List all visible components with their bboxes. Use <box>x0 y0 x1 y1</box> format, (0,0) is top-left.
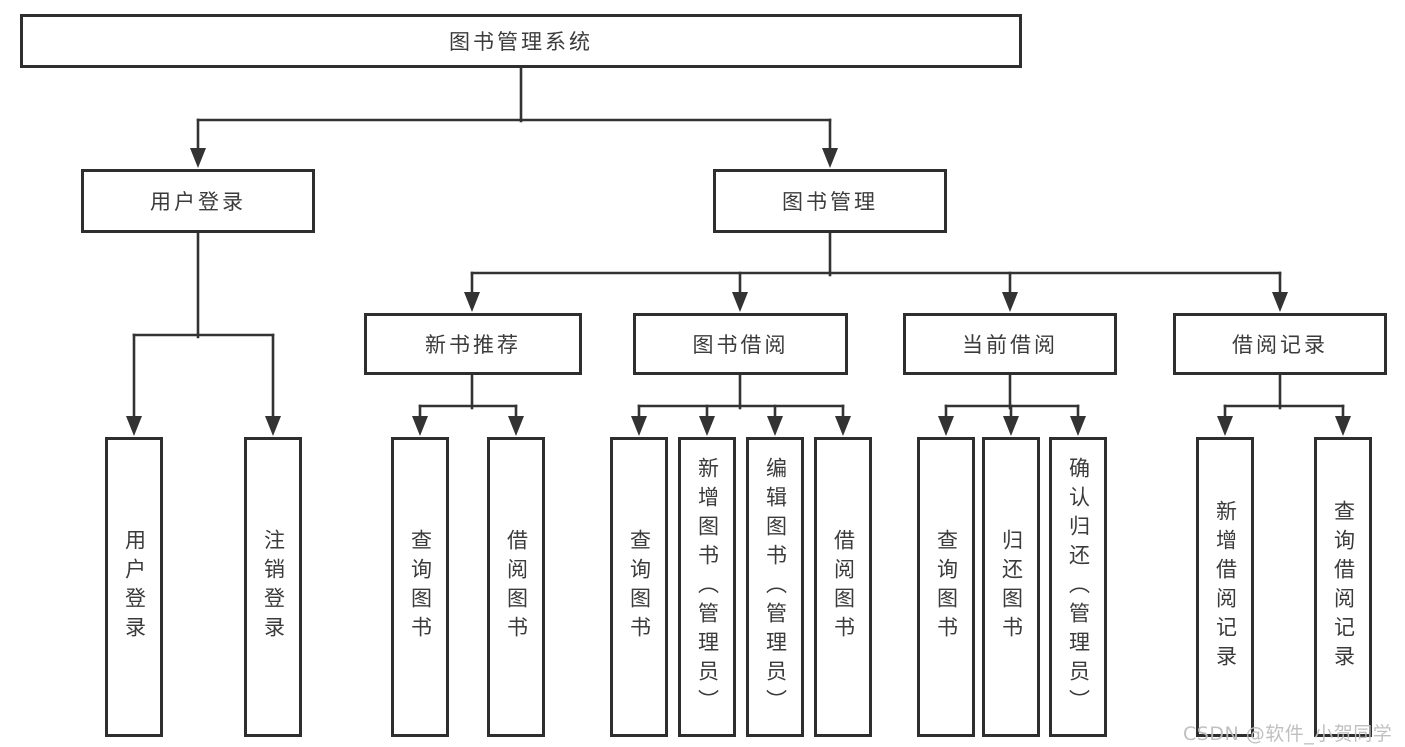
arrowhead-icon <box>126 416 142 436</box>
arrowhead-icon <box>1070 416 1086 436</box>
arrowhead-icon <box>412 416 428 436</box>
node-leaf-query-book-recommend: 查询图书 <box>391 437 449 737</box>
node-label: 图书管理 <box>782 190 878 214</box>
arrowhead-icon <box>1217 416 1233 436</box>
node-label: 查询借阅记录 <box>1331 500 1356 674</box>
arrowhead-icon <box>265 416 281 436</box>
node-label: 查询图书 <box>408 529 433 645</box>
node-leaf-query-borrow-record: 查询借阅记录 <box>1314 437 1372 737</box>
node-system-root: 图书管理系统 <box>20 14 1022 68</box>
arrowhead-icon <box>1002 292 1018 312</box>
node-book-management: 图书管理 <box>713 169 947 233</box>
node-book-borrow: 图书借阅 <box>633 313 848 375</box>
arrowhead-icon <box>938 416 954 436</box>
arrowhead-icon <box>767 416 783 436</box>
node-label: 归还图书 <box>999 529 1024 645</box>
arrowhead-icon <box>1003 416 1019 436</box>
node-leaf-logout: 注销登录 <box>244 437 302 737</box>
node-borrow-records: 借阅记录 <box>1173 313 1387 375</box>
node-leaf-edit-book-admin: 编辑图书（管理员） <box>746 437 804 737</box>
node-label: 新书推荐 <box>425 333 521 357</box>
node-leaf-add-borrow-record: 新增借阅记录 <box>1196 437 1254 737</box>
node-label: 用户登录 <box>122 529 147 645</box>
node-leaf-query-book-borrow: 查询图书 <box>610 437 668 737</box>
arrowhead-icon <box>464 292 480 312</box>
arrowhead-icon <box>1335 416 1351 436</box>
node-label: 图书借阅 <box>692 333 789 357</box>
node-label: 借阅记录 <box>1232 333 1328 357</box>
node-label: 新增图书（管理员） <box>695 456 720 718</box>
node-leaf-return-book: 归还图书 <box>982 437 1040 737</box>
node-label: 借阅图书 <box>831 529 856 645</box>
node-leaf-query-book-current: 查询图书 <box>917 437 975 737</box>
node-label: 用户登录 <box>150 190 246 214</box>
node-label: 新增借阅记录 <box>1213 500 1238 674</box>
node-leaf-confirm-return-admin: 确认归还（管理员） <box>1049 437 1107 737</box>
node-label: 查询图书 <box>934 529 959 645</box>
node-leaf-user-login: 用户登录 <box>105 437 163 737</box>
arrowhead-icon <box>190 148 206 168</box>
node-label: 图书管理系统 <box>449 30 593 54</box>
arrowhead-icon <box>835 416 851 436</box>
arrowhead-icon <box>699 416 715 436</box>
node-leaf-borrow-book-recommend: 借阅图书 <box>487 437 545 737</box>
node-user-login: 用户登录 <box>81 169 315 233</box>
arrowhead-icon <box>1272 292 1288 312</box>
csdn-watermark: CSDN @软件_小贺同学 <box>1183 723 1393 745</box>
node-leaf-add-book-admin: 新增图书（管理员） <box>678 437 736 737</box>
node-leaf-borrow-book: 借阅图书 <box>814 437 872 737</box>
node-label: 借阅图书 <box>504 529 529 645</box>
arrowhead-icon <box>508 416 524 436</box>
node-current-borrow: 当前借阅 <box>903 313 1117 375</box>
arrowhead-icon <box>732 292 748 312</box>
node-label: 当前借阅 <box>962 333 1058 357</box>
node-label: 注销登录 <box>261 529 286 645</box>
arrowhead-icon <box>822 148 838 168</box>
node-label: 查询图书 <box>627 529 652 645</box>
node-label: 编辑图书（管理员） <box>763 456 788 718</box>
node-new-book-recommend: 新书推荐 <box>364 313 582 375</box>
arrowhead-icon <box>631 416 647 436</box>
node-label: 确认归还（管理员） <box>1066 456 1091 718</box>
